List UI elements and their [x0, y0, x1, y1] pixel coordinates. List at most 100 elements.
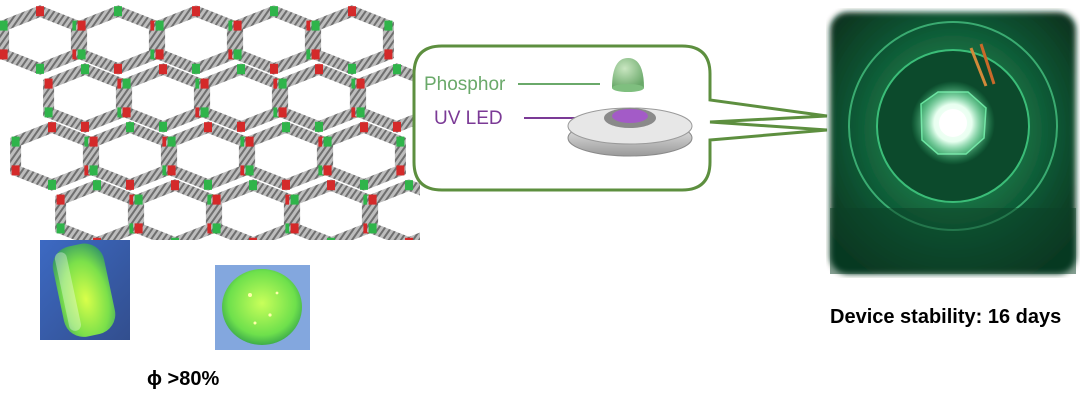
framework-node [155, 20, 164, 31]
framework-cell [88, 121, 172, 191]
framework-node [93, 237, 101, 240]
framework-node [360, 179, 368, 190]
framework-node [134, 194, 143, 205]
framework-node [237, 64, 245, 75]
framework-node [126, 179, 134, 190]
framework-node [405, 180, 413, 191]
framework-node [81, 64, 89, 75]
framework-node [159, 64, 167, 75]
framework-node [48, 122, 56, 133]
framework-node [311, 49, 320, 60]
framework-node [360, 122, 368, 133]
mof-framework-illustration [0, 5, 420, 240]
framework-node [56, 194, 65, 205]
framework-node [237, 121, 245, 132]
uv-led-label: UV LED [434, 108, 503, 129]
framework-node [122, 78, 131, 89]
framework-cell [199, 63, 283, 133]
framework-cell [43, 63, 127, 133]
framework-cell [133, 179, 217, 240]
framework-cell [310, 5, 394, 75]
framework-node [134, 223, 143, 234]
framework-node [249, 180, 257, 191]
framework-node [171, 237, 179, 240]
framework-node [122, 107, 131, 118]
framework-node [11, 136, 20, 147]
framework-cell [277, 63, 361, 133]
framework-node [77, 49, 86, 60]
framework-node [11, 165, 20, 176]
framework-node [192, 6, 200, 17]
framework-node [44, 78, 53, 89]
framework-cell [154, 5, 238, 75]
framework-node [282, 179, 290, 190]
crystal-disc-photo [215, 265, 310, 350]
framework-node [245, 136, 254, 147]
framework-cell [121, 63, 205, 133]
quantum-yield-label: ϕ >80% [147, 368, 220, 390]
framework-node [89, 136, 98, 147]
framework-node [311, 20, 320, 31]
framework-node [167, 165, 176, 176]
framework-node [89, 165, 98, 176]
crystal-tube-photo [40, 240, 130, 340]
framework-node [204, 122, 212, 133]
framework-node [204, 179, 212, 190]
framework-cell [244, 121, 328, 191]
framework-node [270, 63, 278, 74]
led-device-inset [412, 44, 828, 192]
framework-node [384, 49, 393, 60]
framework-node [171, 180, 179, 191]
framework-node [77, 20, 86, 31]
framework-node [155, 49, 164, 60]
framework-node [93, 180, 101, 191]
uv-led-chip [612, 109, 648, 123]
framework-node [356, 107, 365, 118]
framework-node [167, 136, 176, 147]
framework-node [315, 121, 323, 132]
framework-node [282, 122, 290, 133]
framework-node [393, 121, 401, 132]
framework-node [327, 180, 335, 191]
framework-node [114, 63, 122, 74]
framework-node [81, 121, 89, 132]
phosphor-dome [612, 58, 644, 88]
framework-node [0, 20, 8, 31]
framework-node [200, 78, 209, 89]
framework-cell [211, 179, 295, 240]
framework-node [368, 194, 377, 205]
framework-node [233, 49, 242, 60]
framework-node [44, 107, 53, 118]
phosphor-label: Phosphor [424, 74, 506, 95]
framework-node [323, 136, 332, 147]
framework-node [270, 6, 278, 17]
framework-cell [10, 121, 94, 191]
framework-node [36, 63, 44, 74]
framework-cell [55, 179, 139, 240]
framework-cell [232, 5, 316, 75]
framework-node [368, 223, 377, 234]
framework-node [212, 194, 221, 205]
framework-node [393, 64, 401, 75]
framework-node [348, 63, 356, 74]
framework-node [200, 107, 209, 118]
framework-node [249, 237, 257, 240]
framework-node [315, 64, 323, 75]
framework-cell [322, 121, 406, 191]
framework-node [278, 107, 287, 118]
framework-node [278, 78, 287, 89]
framework-node [405, 237, 413, 240]
framework-node [323, 165, 332, 176]
framework-node [233, 20, 242, 31]
framework-node [212, 223, 221, 234]
framework-cell [166, 121, 250, 191]
framework-node [0, 49, 8, 60]
framework-node [384, 20, 393, 31]
framework-node [245, 165, 254, 176]
device-stability-label: Device stability: 16 days [830, 306, 1062, 328]
framework-node [290, 223, 299, 234]
framework-node [348, 6, 356, 17]
framework-node [114, 6, 122, 17]
framework-node [48, 179, 56, 190]
framework-cell [76, 5, 160, 75]
